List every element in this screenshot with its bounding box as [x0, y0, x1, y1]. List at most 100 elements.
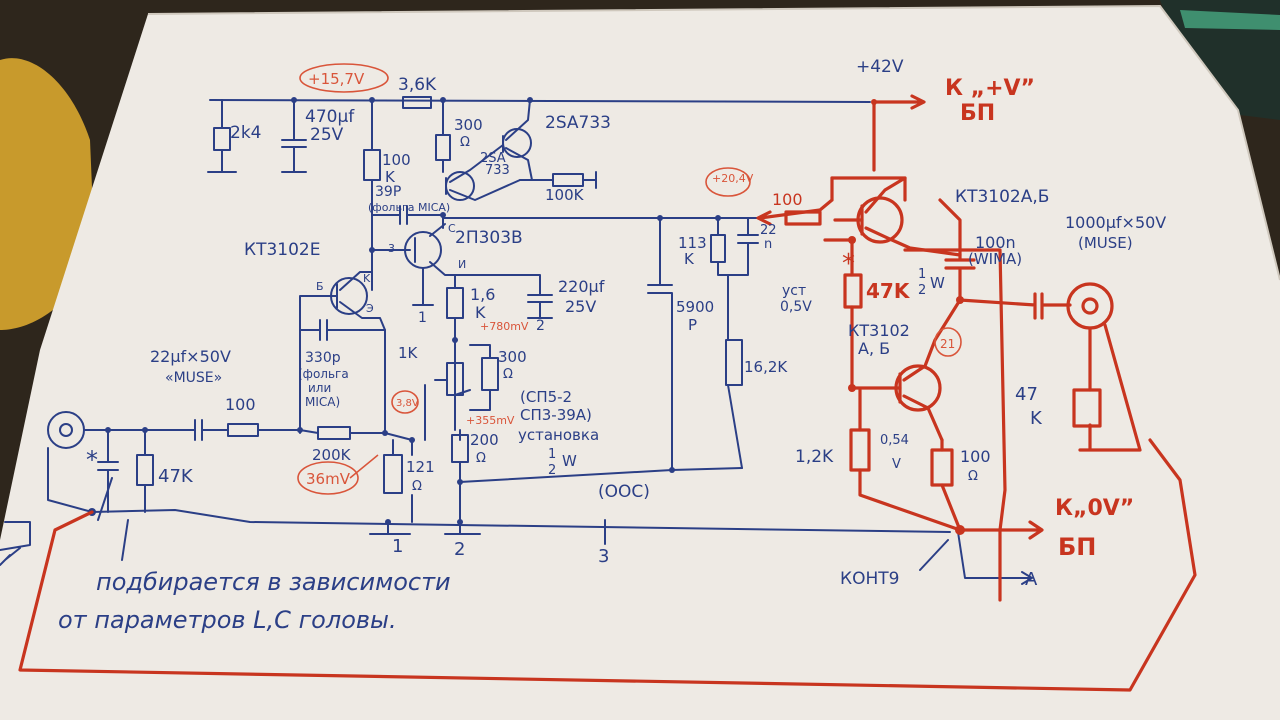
label-v-054-unit: V — [892, 457, 901, 472]
voltage-labels: +15,7V +20,4V 36mV +780mV +355mV 3,8V 21 — [306, 70, 955, 488]
label-r-47k-red-2: 0,5V — [780, 299, 812, 315]
label-c-22n-unit: n — [764, 237, 772, 252]
label-c-22n: 22 — [760, 223, 777, 238]
label-q-2p303: 2П303В — [455, 228, 523, 248]
label-v-small: 3,8V — [396, 398, 419, 409]
red-wiring — [18, 94, 1197, 692]
label-c-22uf: 22µf×50V — [150, 347, 231, 366]
label-r-47k-in: 47K — [158, 466, 194, 487]
label-r-47k-red-1: уст — [782, 283, 806, 299]
label-pin-u: И — [458, 258, 466, 271]
label-c-22uf-note: «MUSE» — [165, 370, 222, 386]
label-q-kt3102e: КТ3102Е — [244, 240, 320, 260]
label-r-1k: 1K — [398, 344, 419, 362]
label-ooc: (ООС) — [598, 482, 650, 502]
label-pin-e: Э — [366, 302, 374, 315]
label-r-200-unit: Ω — [476, 451, 486, 466]
label-psu-top: БП — [960, 101, 995, 126]
label-r-1-6k: 1,6 — [470, 285, 495, 304]
label-r-300: 300 — [454, 116, 483, 134]
voltage-markers — [297, 63, 962, 495]
label-q-2sa733b-2: 733 — [485, 163, 510, 178]
label-r-100-in: 100 — [225, 395, 256, 414]
label-r-300-mid: 300 — [498, 348, 527, 366]
blue-wiring — [0, 96, 1033, 585]
label-asterisk-red: * — [842, 249, 855, 279]
label-pot-half-2: 2 — [548, 463, 556, 478]
label-v-15-7: +15,7V — [308, 70, 365, 88]
label-half-w-1: 1 — [918, 267, 926, 282]
label-output: A — [1025, 569, 1038, 590]
paper-edge — [147, 4, 1280, 281]
label-c-100uf-note: (MUSE) — [1078, 234, 1133, 252]
label-pot-1: (СП5-2 — [520, 388, 572, 406]
label-pot-half-1: 1 — [548, 447, 556, 462]
label-c-330p-note-3: MICA) — [305, 395, 340, 409]
label-v-21: 21 — [940, 337, 955, 351]
label-r-47k-out-unit: K — [1030, 408, 1043, 429]
label-r-300-unit: Ω — [460, 135, 470, 150]
blue-labels: 3,6K 2k4 470µf 25V 100 K 300 Ω 2SA733 2S… — [58, 57, 1166, 634]
label-r-100k-right: 100K — [545, 186, 585, 204]
label-r-300-mid-unit: Ω — [503, 367, 513, 382]
label-pot-half-unit: W — [562, 452, 577, 470]
label-pot-3: установка — [518, 426, 599, 444]
label-node-2b: 2 — [536, 318, 545, 334]
label-c-100uf: 1000µf×50V — [1065, 213, 1166, 232]
label-psu-bottom: БП — [1058, 533, 1096, 561]
label-c-470: 470µf — [305, 107, 355, 127]
label-r-113k-unit: K — [684, 250, 695, 268]
label-c-470-v: 25V — [310, 125, 344, 145]
label-r-100k-top: 100 — [382, 151, 411, 169]
label-c-220-v: 25V — [565, 297, 596, 316]
label-r-200k: 200K — [312, 446, 352, 464]
label-c-330p-note-1: (фольга — [298, 367, 349, 381]
label-v-20-4: +20,4V — [712, 172, 754, 185]
label-to-psu-plus: К „+V” — [945, 76, 1035, 101]
label-c-39p-note: (фольга MICA) — [368, 201, 450, 214]
label-r-16-2k: 16,2K — [744, 358, 788, 376]
label-r-100-bot-unit: Ω — [968, 469, 978, 484]
label-c-330p: 330р — [305, 350, 341, 366]
label-pin-k: K — [363, 272, 371, 285]
label-c-5900: 5900 — [676, 298, 714, 316]
label-asterisk-in: * — [86, 446, 98, 474]
bench-tool-green — [1180, 10, 1280, 30]
label-r-100-red: 100 — [772, 190, 803, 209]
label-v-054: 0,54 — [880, 433, 909, 448]
label-half-w-2: 2 — [918, 283, 926, 298]
label-pin-b: Б — [316, 280, 324, 293]
label-c-39p: 39P — [375, 184, 401, 200]
label-r-3-6k: 3,6K — [398, 75, 437, 95]
label-r-47k-out: 47 — [1015, 384, 1038, 405]
label-v-36mv: 36mV — [306, 470, 351, 488]
note-line-1: подбирается в зависимости — [96, 568, 451, 596]
label-node-1: 1 — [392, 536, 403, 557]
label-q-kt3102ab-bot-2: А, Б — [858, 339, 890, 358]
label-v-780: +780mV — [480, 320, 529, 333]
label-r-113k: 113 — [678, 234, 707, 252]
label-r-121-unit: Ω — [412, 479, 422, 494]
label-pin-c: C — [448, 222, 456, 235]
label-q-kt3102ab-top: КТ3102А,Б — [955, 187, 1049, 207]
label-r-2k4: 2k4 — [230, 123, 261, 143]
label-to-psu-zero: К„0V” — [1055, 496, 1134, 521]
label-q-2sa733b-1: 2SA — [480, 151, 506, 166]
bench-tools — [1160, 0, 1280, 120]
label-c-100n-note: (WIMA) — [968, 250, 1022, 268]
label-half-w-unit: W — [930, 274, 945, 292]
label-pot-2: СП3-39А) — [520, 406, 592, 424]
label-c-220: 220µf — [558, 277, 605, 296]
label-q-kt3102ab-bot-1: КТ3102 — [848, 321, 910, 340]
label-pin-3: 3 — [388, 242, 395, 255]
label-node-3: 3 — [598, 546, 609, 567]
red-labels: К „+V” БП К„0V” БП 100 47K * — [772, 76, 1134, 561]
label-v-355: +355mV — [466, 414, 515, 427]
label-r-121: 121 — [406, 458, 435, 476]
label-r-1-6k-unit: K — [475, 303, 486, 322]
label-c-330p-note-2: или — [308, 381, 331, 395]
label-r-1-2k: 1,2K — [795, 447, 834, 467]
label-kontur: КОНТ9 — [840, 569, 899, 589]
label-supply: +42V — [856, 57, 904, 77]
